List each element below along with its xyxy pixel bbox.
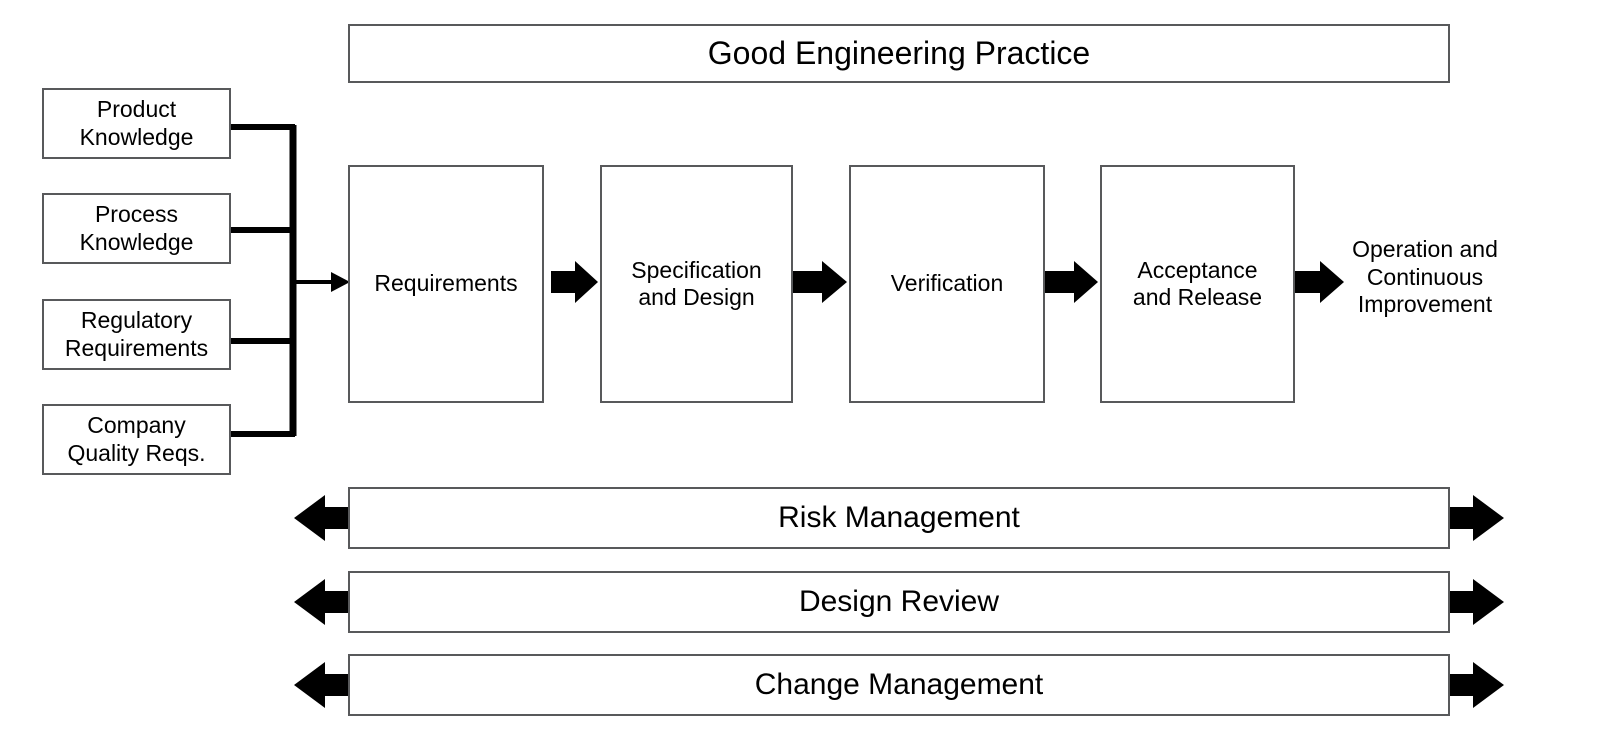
- stage-box-verification: Verification: [849, 165, 1045, 403]
- bar-risk-management: Risk Management: [348, 487, 1450, 549]
- input-box-company-quality-reqs: Company Quality Reqs.: [42, 404, 231, 475]
- stage-box-requirements: Requirements: [348, 165, 544, 403]
- stage-box-acceptance-and-release: Acceptance and Release: [1100, 165, 1295, 403]
- input-box-process-knowledge: Process Knowledge: [42, 193, 231, 264]
- bar-change-management: Change Management: [348, 654, 1450, 716]
- stage-box-specification-and-design: Specification and Design: [600, 165, 793, 403]
- right-arrow-head-change-management: [1448, 662, 1504, 708]
- right-arrow-head-risk-management: [1448, 495, 1504, 541]
- input-box-regulatory-requirements: Regulatory Requirements: [42, 299, 231, 370]
- arrow-verification-to-acceptance: [1043, 261, 1098, 303]
- arrow-requirements-to-specification: [551, 261, 598, 303]
- right-arrow-head-design-review: [1448, 579, 1504, 625]
- left-arrow-head-risk-management: [294, 495, 350, 541]
- input-box-product-knowledge: Product Knowledge: [42, 88, 231, 159]
- arrow-acceptance-to-operation: [1293, 261, 1344, 303]
- good-engineering-practice-banner: Good Engineering Practice: [348, 24, 1450, 83]
- arrow-specification-to-verification: [791, 261, 847, 303]
- left-arrow-head-change-management: [294, 662, 350, 708]
- arrow-bus-to-requirements: [293, 272, 350, 292]
- outcome-label-operation-and-continuous-improvement: Operation and Continuous Improvement: [1352, 236, 1498, 318]
- bar-design-review: Design Review: [348, 571, 1450, 633]
- left-arrow-head-design-review: [294, 579, 350, 625]
